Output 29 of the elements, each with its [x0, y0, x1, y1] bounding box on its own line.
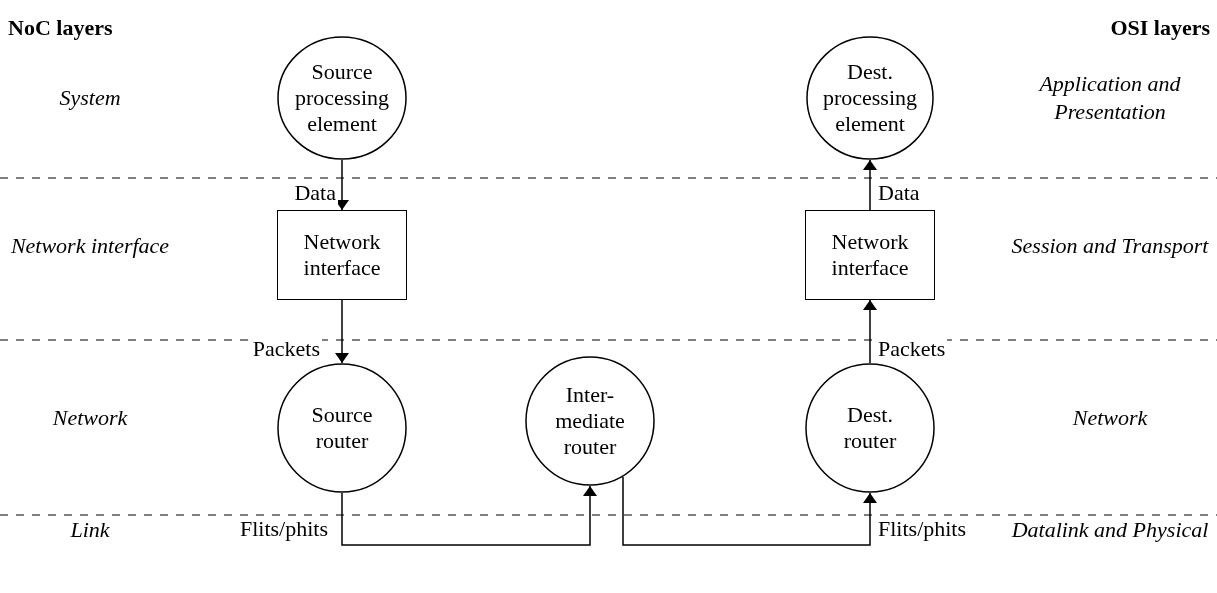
node-label: Source processing element	[293, 59, 391, 137]
node-label: Dest. router	[842, 402, 898, 454]
arrow	[341, 485, 597, 546]
processing-element-ellipse	[806, 36, 934, 160]
node-label: Inter- mediate router	[554, 382, 626, 460]
interface-box	[805, 210, 935, 300]
layer-name: Network	[1071, 404, 1149, 432]
router-circle	[525, 356, 655, 486]
column-heading: NoC layers	[8, 14, 114, 42]
node-label: Source router	[310, 402, 374, 454]
layer-name: Link	[69, 516, 111, 544]
processing-element-ellipse	[277, 36, 407, 160]
layer-name: Network	[51, 404, 129, 432]
arrow	[863, 299, 877, 364]
node-label: Network interface	[302, 229, 382, 281]
arrow	[335, 299, 349, 364]
node-label: Network interface	[830, 229, 910, 281]
layer-name: Network interface	[10, 232, 170, 260]
layer-name: Application and Presentation	[1037, 70, 1182, 126]
layer-name: Session and Transport	[1010, 232, 1210, 260]
router-circle	[277, 363, 407, 493]
arrow	[622, 476, 877, 546]
router-circle	[805, 363, 935, 493]
layer-name: System	[58, 84, 122, 112]
interface-box	[277, 210, 407, 300]
layer-name: Datalink and Physical	[1010, 516, 1210, 544]
arrow	[863, 159, 877, 211]
node-label: Dest. processing element	[821, 59, 919, 137]
column-heading: OSI layers	[1109, 14, 1210, 42]
